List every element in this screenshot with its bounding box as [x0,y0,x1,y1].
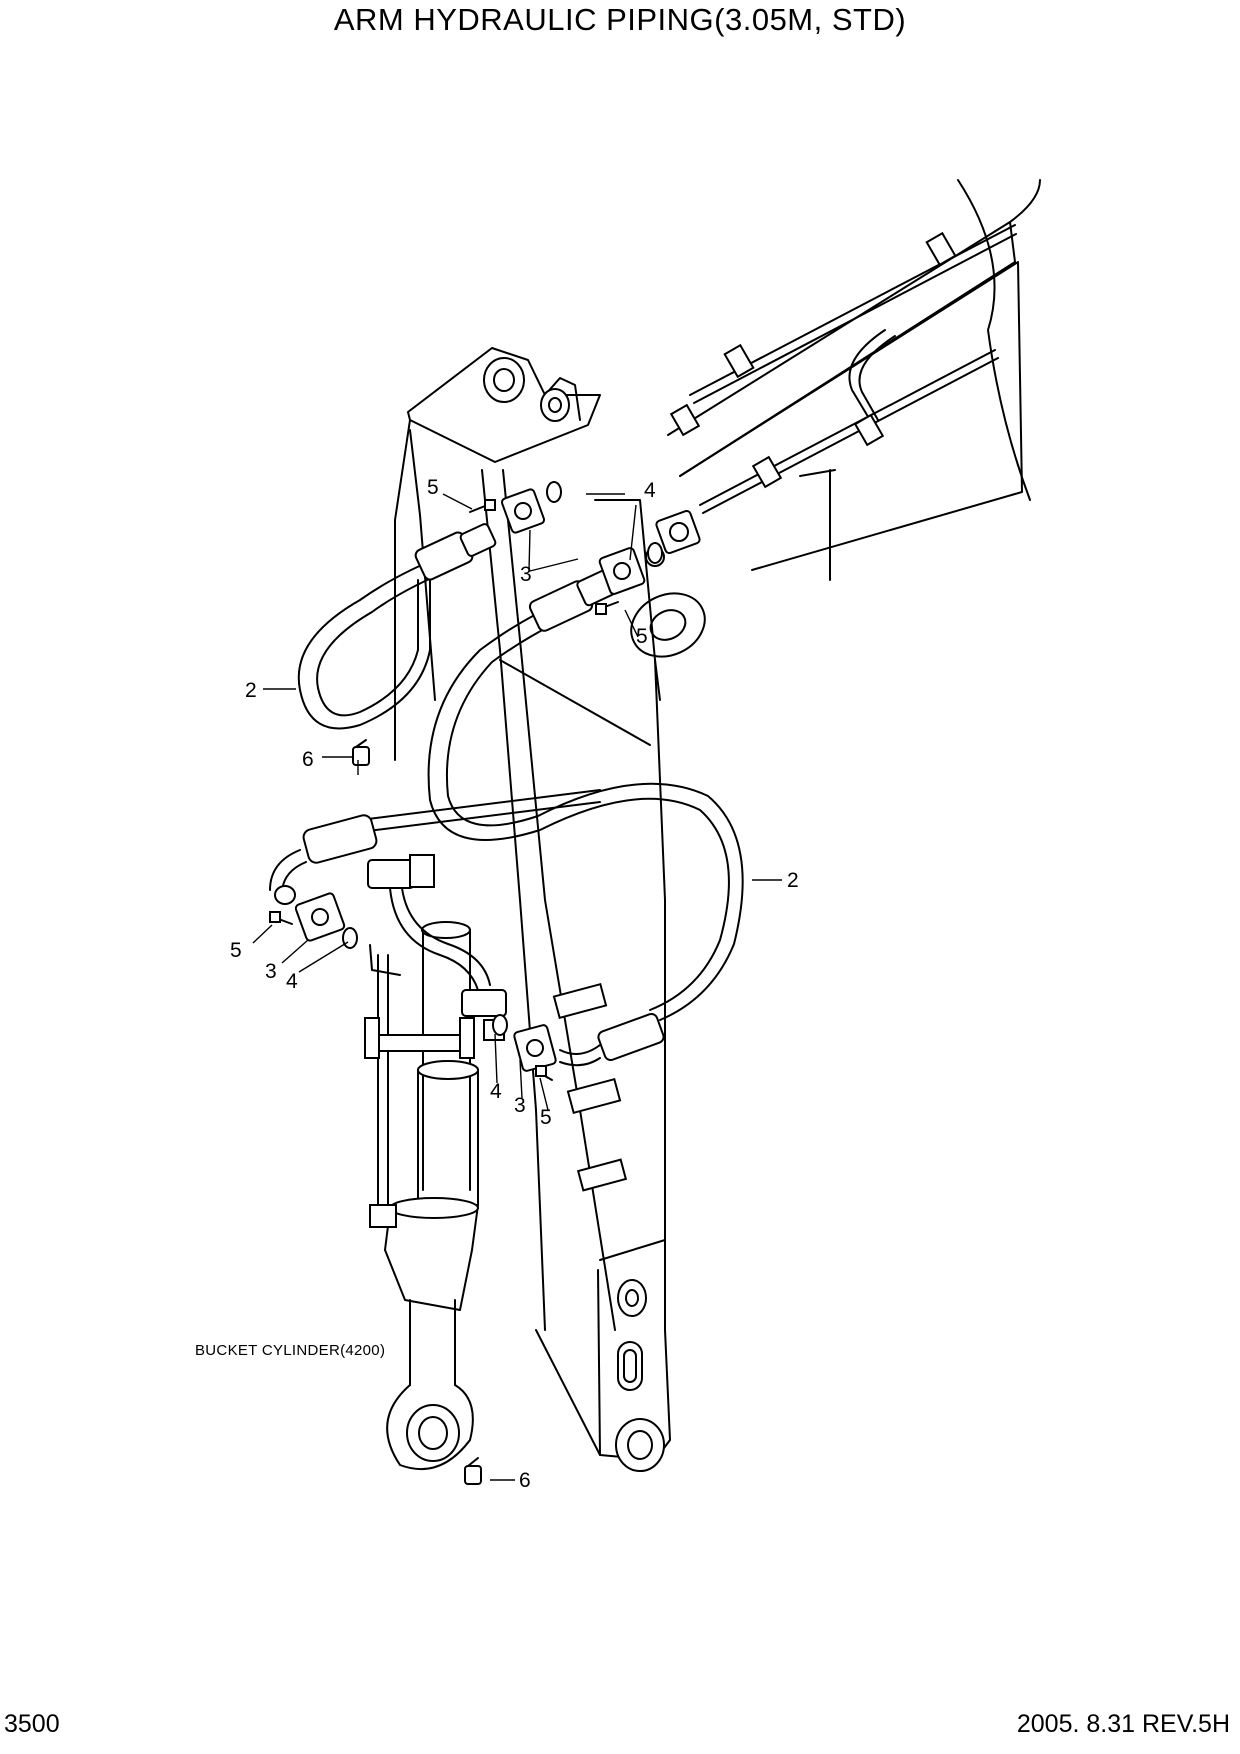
leader-lines [252,493,782,1481]
callout-5-upper-right: 5 [636,625,648,648]
cylinder-piping [269,789,601,1041]
revision-date: 2005. 8.31 REV.5H [1016,1710,1230,1738]
page-title: ARM HYDRAULIC PIPING(3.05M, STD) [333,2,907,37]
callout-4-lower-left: 4 [286,970,298,993]
hose-left [297,523,497,730]
callout-5-lower-right: 5 [540,1106,552,1129]
callout-4-lower-right: 4 [490,1080,502,1103]
callout-3-upper: 3 [520,563,532,586]
bucket-cylinder-label: BUCKET CYLINDER(4200) [195,1342,385,1359]
callout-3-lower-right: 3 [514,1094,526,1117]
callout-2-right: 2 [787,869,799,892]
boom-structure [630,179,1041,658]
callout-5-upper-left: 5 [427,476,439,499]
callout-6-upper: 6 [302,748,314,771]
bucket-cylinder [364,921,479,1471]
callout-3-lower-left: 3 [265,960,277,983]
callout-2-left: 2 [245,679,257,702]
page-number: 3500 [4,1710,60,1738]
callout-5-lower-left: 5 [230,939,242,962]
arm-structure [394,347,671,1472]
fittings [269,481,663,1485]
callout-4-upper: 4 [644,479,656,502]
callout-6-lower: 6 [519,1469,531,1492]
